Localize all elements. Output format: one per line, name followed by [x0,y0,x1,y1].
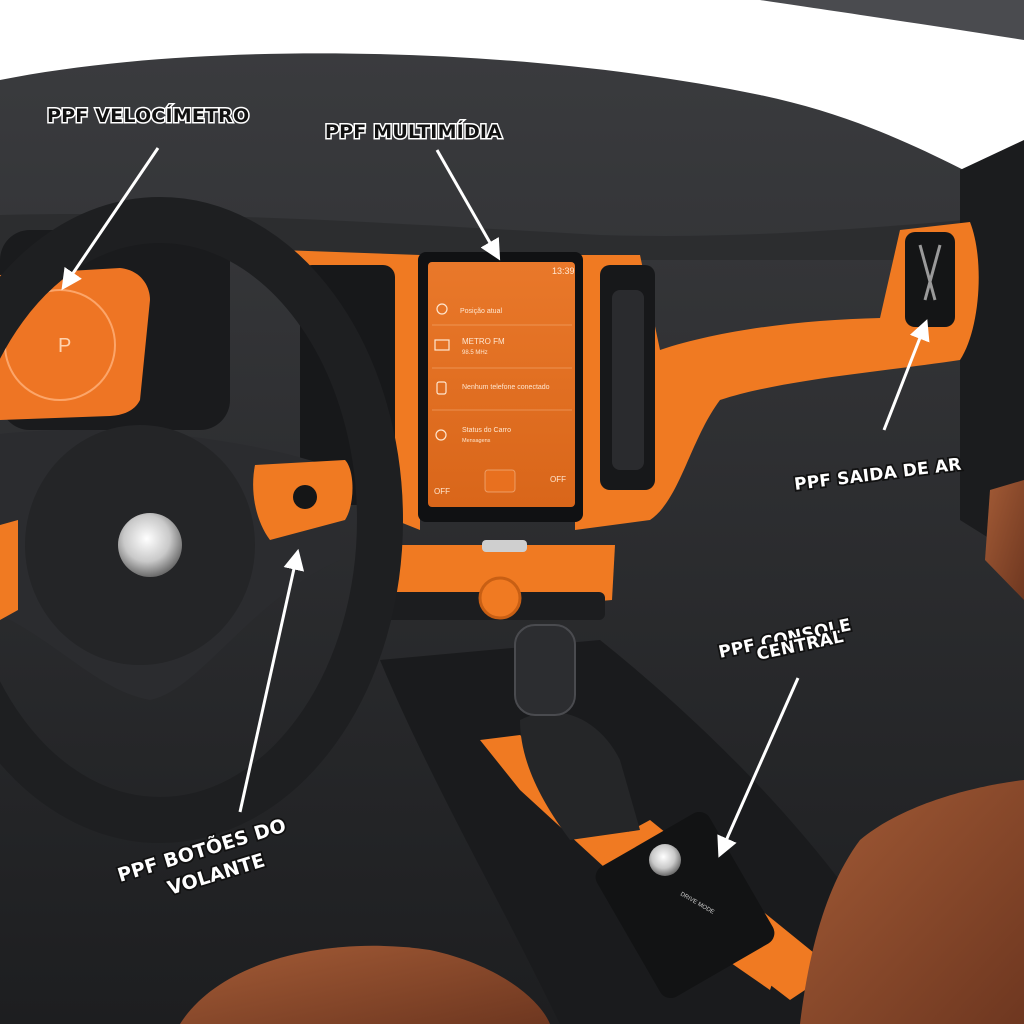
arrow-wheel-buttons [238,548,305,813]
console-controls [595,811,775,999]
cluster-gear: P [58,335,71,357]
screen-row-location: Posição atual [460,308,502,315]
volume-knob [478,576,522,620]
arrow-multimedia [435,149,501,261]
screen-time: 13:39 [552,266,575,276]
screen-row-radio-sub: 98.5 MHz [462,350,488,356]
a-pillar [760,0,1024,40]
screen-row-status-title: Status do Carro [462,427,511,434]
steering-hub-logo [118,513,182,577]
ppf-wheel-buttons-left [0,520,18,620]
ppf-dash-trim-left [280,250,420,530]
windshield-frame [0,0,1024,70]
screen-left-off: OFF [434,487,450,496]
gear-knob [514,624,576,716]
label-speedometer: PPF VELOCÍMETRO [47,104,249,127]
ppf-cluster [0,268,150,420]
steering-wheel-rim [0,197,403,843]
arrow-console [717,677,800,858]
arrow-air-vent [882,319,930,431]
screen-row-radio-title: METRO FM [462,337,505,346]
screen-row-phone: Nenhum telefone conectado [462,384,550,391]
arrow-speedometer [61,147,160,291]
screen-row-status-sub: Mensagens [462,438,491,444]
driver-seat [180,945,550,1024]
passenger-seat [800,780,1024,1024]
screen-content: 13:39 Posição atual METRO FM 98.5 MHz Ne… [432,266,575,496]
label-multimedia: PPF MULTIMÍDIA [325,120,502,143]
ppf-screen [428,262,575,507]
ppf-dash-trim [575,222,979,530]
screen-right-off: OFF [550,475,566,484]
door-armrest [985,480,1024,600]
gear-boot [520,712,640,840]
